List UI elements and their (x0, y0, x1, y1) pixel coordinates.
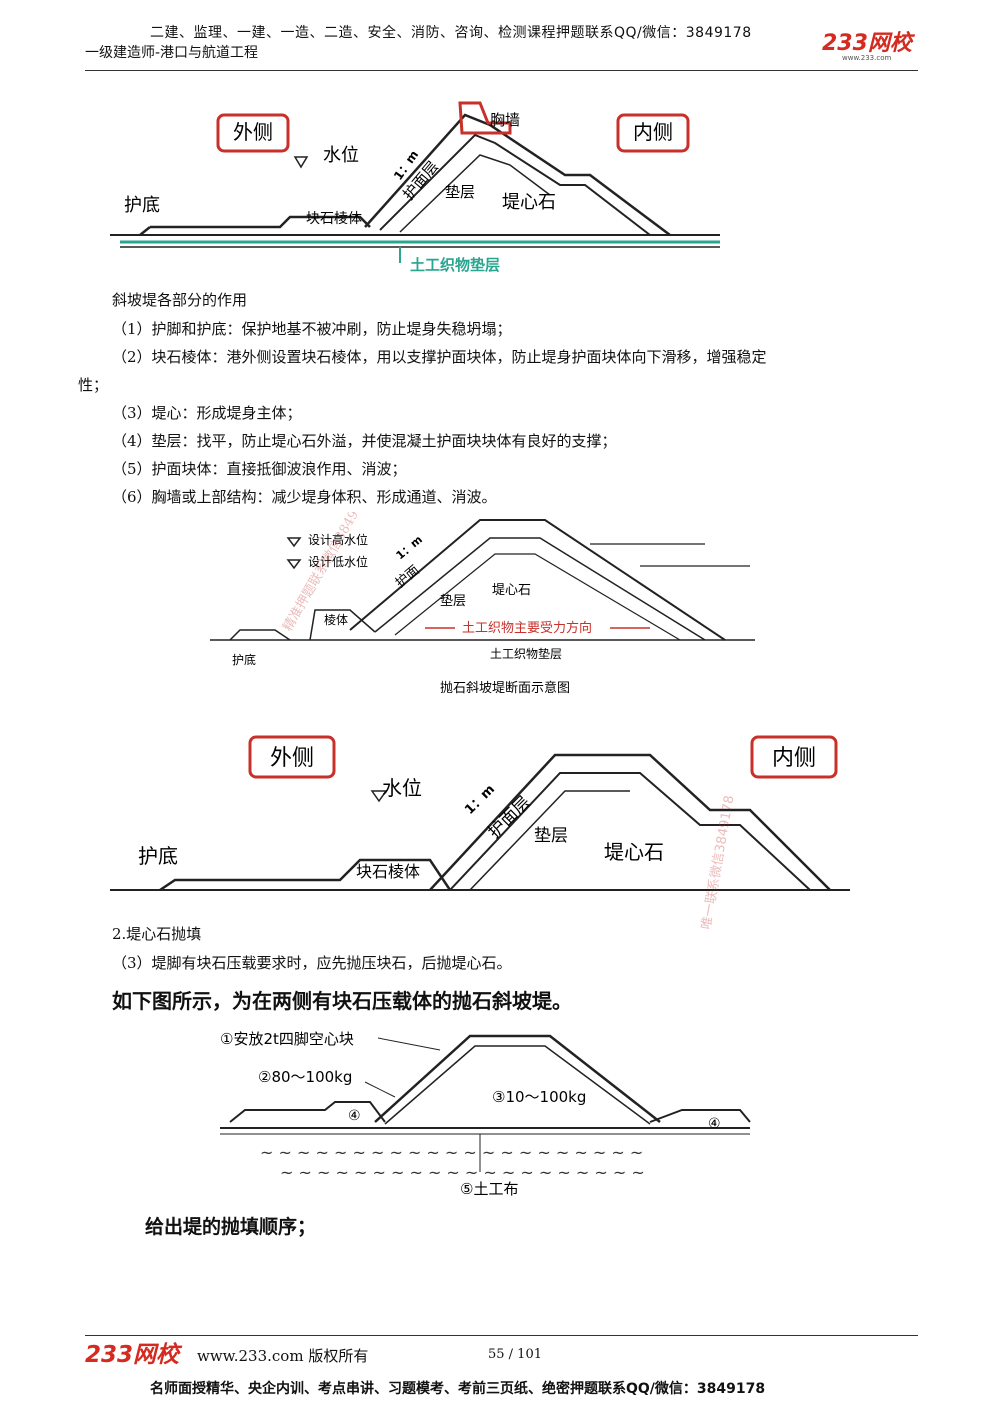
label-low-water: 设计低水位 (308, 554, 368, 569)
svg-text:~ ~ ~ ~ ~ ~ ~ ~ ~ ~ ~ ~ ~ ~ ~: ~ ~ ~ ~ ~ ~ ~ ~ ~ ~ ~ ~ ~ ~ ~ ~ ~ ~ ~ ~ … (260, 1143, 643, 1162)
label-prism-3: 块石棱体 (356, 862, 420, 881)
figure-breakwater-1: 外侧 内侧 胸墙 水位 1：m 护面层 垫层 堤心石 护底 块石棱体 土工织物垫… (110, 95, 730, 289)
figure-breakwater-4: ①安放2t四脚空心块 ②80～100kg ③10～100kg ④ ④ ~ ~ ~… (210, 1022, 770, 1216)
label-core: 堤心石 (502, 192, 556, 213)
figure-breakwater-2: 设计高水位 设计低水位 1：m 护面 垫层 堤心石 棱体 护底 土工织物主要受力… (210, 486, 770, 706)
header-top-line: 二建、监理、一建、一造、二造、安全、消防、咨询、检测课程押题联系QQ/微信：38… (150, 25, 752, 41)
section2-bold-line: 如下图所示，为在两侧有块石压载体的抛石斜坡堤。 (112, 989, 572, 1013)
svg-text:~ ~ ~ ~ ~ ~ ~ ~ ~ ~ ~ ~ ~ ~ ~: ~ ~ ~ ~ ~ ~ ~ ~ ~ ~ ~ ~ ~ ~ ~ ~ ~ ~ ~ ~ (280, 1163, 645, 1182)
section1-item-4: （4）垫层：找平，防止堤心石外溢，并使混凝土护面块块体有良好的支撑； (112, 432, 617, 450)
label-parapet: 胸墙 (490, 111, 520, 129)
section1-item-1: （1）护脚和护底：保护地基不被冲刷，防止堤身失稳坍塌； (112, 320, 512, 338)
figure2-caption: 抛石斜坡堤断面示意图 (440, 680, 570, 696)
label-slope-3: 1：m (462, 782, 498, 818)
label-step-5: ⑤土工布 (460, 1180, 518, 1198)
footer-divider (85, 1335, 918, 1336)
label-slope-2: 1：m (394, 533, 425, 562)
header-subtitle: 一级建造师-港口与航道工程 (85, 45, 259, 61)
label-water-3: 水位 (382, 776, 422, 800)
question: 给出堤的抛填顺序； (145, 1216, 317, 1238)
label-geotextile: 土工织物垫层 (410, 256, 500, 274)
label-armor-2: 护面 (393, 563, 423, 591)
label-step-4b: ④ (708, 1116, 721, 1132)
label-prism: 块石棱体 (306, 211, 362, 227)
label-cushion: 垫层 (445, 183, 475, 201)
footer-logo: 233网校 (85, 1340, 195, 1372)
label-armor-3: 护面层 (484, 792, 534, 842)
label-step-3: ③10～100kg (492, 1088, 586, 1106)
section1-item-2: （2）块石棱体：港外侧设置块石棱体，用以支撑护面块体，防止堤身护面块体向下滑移，… (112, 348, 767, 366)
section2-item: （3）堤脚有块石压载要求时，应先抛压块石，后抛堤心石。 (112, 954, 512, 972)
logo-url: www.233.com (842, 54, 891, 62)
section1-title: 斜坡堤各部分的作用 (112, 291, 248, 309)
label-inner-3: 内侧 (772, 746, 816, 771)
label-toe-2: 护底 (232, 652, 256, 667)
label-geotextile-2: 土工织物垫层 (490, 646, 562, 661)
label-core-3: 堤心石 (604, 840, 664, 864)
label-high-water: 设计高水位 (308, 532, 368, 547)
label-outer: 外侧 (233, 120, 273, 144)
label-step-4a: ④ (348, 1108, 361, 1124)
svg-text:233网校: 233网校 (85, 1342, 183, 1368)
figure-breakwater-3: 外侧 内侧 水位 1：m 护面层 垫层 堤心石 护底 块石棱体 唯一联系微信38… (110, 735, 870, 934)
label-toe: 护底 (124, 195, 160, 216)
label-inner: 内侧 (633, 120, 673, 144)
footer-page-number: 55 / 101 (488, 1347, 542, 1362)
watermark-2: 唯一联系微信3849178 (699, 794, 737, 930)
section1-item-6: （6）胸墙或上部结构：减少堤身体积、形成通道、消波。 (112, 488, 497, 506)
logo-text: 233网校 (822, 30, 916, 56)
label-core-2: 堤心石 (492, 583, 531, 598)
label-cushion-2: 垫层 (440, 593, 466, 609)
footer-copyright: www.233.com 版权所有 (197, 1347, 369, 1365)
footer-bottom-line: 名师面授精华、央企内训、考点串讲、习题模考、考前三页纸、绝密押题联系QQ/微信：… (150, 1381, 766, 1397)
header-divider (85, 70, 918, 71)
label-outer-3: 外侧 (270, 746, 314, 771)
brand-logo: 233网校 www.233.com (820, 28, 920, 62)
section1-item-3: （3）堤心：形成堤身主体； (112, 404, 302, 422)
label-prism-2: 棱体 (324, 612, 348, 627)
label-step-1: ①安放2t四脚空心块 (220, 1030, 354, 1048)
label-step-2: ②80～100kg (258, 1068, 352, 1086)
section1-item-2-cont: 性； (78, 376, 109, 394)
label-water: 水位 (323, 145, 359, 166)
label-cushion-3: 垫层 (534, 826, 568, 846)
section2-title: 2.堤心石抛填 (112, 925, 202, 943)
section1-item-5: （5）护面块体：直接抵御波浪作用、消波； (112, 460, 407, 478)
label-force: 土工织物主要受力方向 (462, 620, 592, 636)
label-toe-3: 护底 (138, 844, 178, 868)
